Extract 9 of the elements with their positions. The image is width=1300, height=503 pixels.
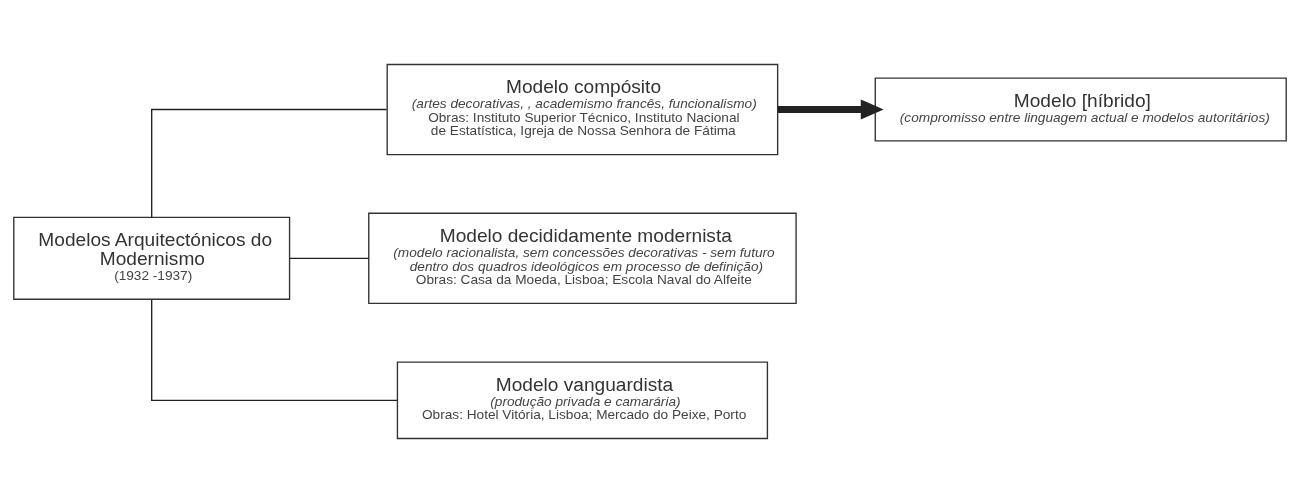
connector	[289, 257, 370, 259]
node-box: Modelo [híbrido] (compromisso entre linguagem actual e modelos autoritários)	[874, 77, 1287, 142]
node-box: Modelo decididamente modernista (modelo racionalista, sem concessões decorativas - sem futuro dentro dos quadros ideológicos em processo de definição) Obras: Casa da Moeda, Lisboa; Escola Naval do Alfeite	[368, 212, 797, 305]
node-box: Modelo compósito (artes decorativas, , academismo francês, funcionalismo) Obras: Instituto Superior Técnico, Instituto Nacional de Estatística, Igreja de Nossa Senhora de Fátima	[386, 63, 779, 156]
node-box: Modelo vanguardista (produção privada e camarária) Obras: Hotel Vitória, Lisboa; Mercado do Peixe, Porto	[396, 361, 769, 440]
arrow	[777, 99, 884, 120]
connector	[151, 108, 388, 218]
connector	[151, 298, 398, 401]
node-box: Modelos Arquitectónicos do Modernismo (1932 -1937)	[13, 216, 291, 300]
